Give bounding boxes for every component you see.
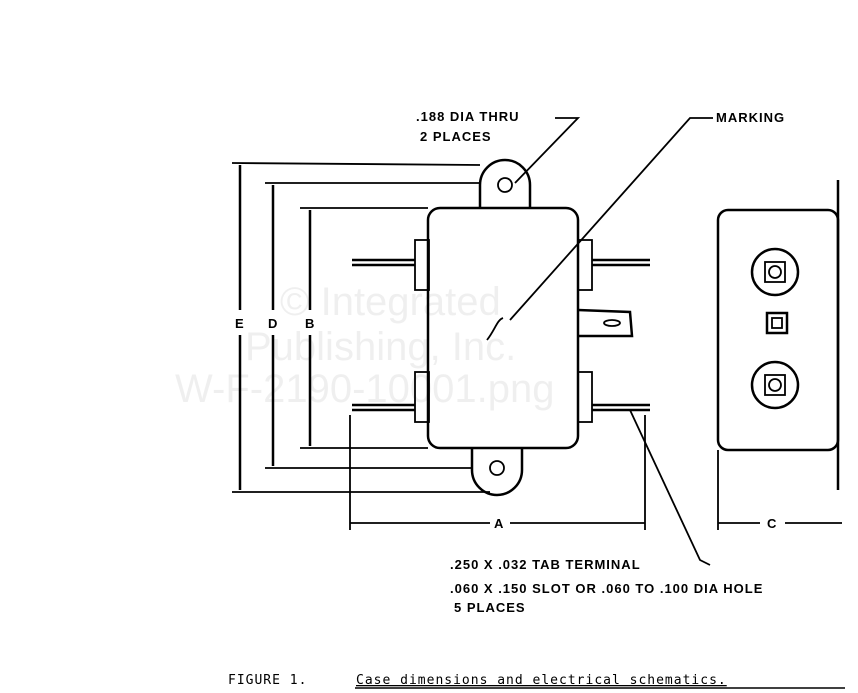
figure-number: FIGURE 1. <box>228 673 307 688</box>
svg-text:© Integrated: © Integrated <box>280 280 501 324</box>
dimension-labels: .188 DIA THRU 2 PLACES MARKING E D B A C… <box>235 109 785 615</box>
filter-side-view <box>716 180 840 490</box>
marking-label: MARKING <box>716 110 785 125</box>
hole-label: .188 DIA THRU <box>416 109 520 124</box>
watermark: © Integrated Publishing, Inc. W-F-2190-1… <box>175 280 555 411</box>
hole-places-label: 2 PLACES <box>420 129 492 144</box>
dim-a-label: A <box>494 516 504 531</box>
svg-text:W-F-2190-10001.png: W-F-2190-10001.png <box>175 367 555 411</box>
slot-label: .060 X .150 SLOT OR .060 TO .100 DIA HOL… <box>450 581 763 596</box>
dim-e-label: E <box>235 316 245 331</box>
figure-caption-text: Case dimensions and electrical schematic… <box>356 673 727 688</box>
dim-b-label: B <box>305 316 315 331</box>
tab-terminal-label: .250 X .032 TAB TERMINAL <box>450 557 641 572</box>
figure-caption: FIGURE 1. Case dimensions and electrical… <box>228 673 845 689</box>
dimension-lines <box>231 117 842 566</box>
filter-top-view <box>352 158 650 497</box>
dim-d-label: D <box>268 316 278 331</box>
svg-text:Publishing, Inc.: Publishing, Inc. <box>245 325 516 369</box>
dim-c-label: C <box>767 516 777 531</box>
slot-places-label: 5 PLACES <box>454 600 526 615</box>
